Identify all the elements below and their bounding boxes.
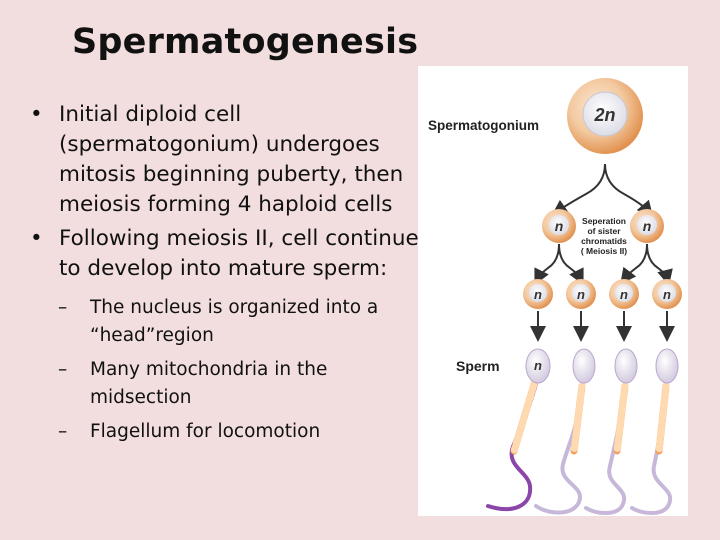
haploid-label: n bbox=[534, 287, 542, 302]
sub-bullet-item: – The nucleus is organized into a “head”… bbox=[58, 294, 430, 350]
bullet-text: Initial diploid cell (spermatogonium) un… bbox=[59, 102, 404, 217]
sub-bullet-item: – Flagellum for locomotion bbox=[58, 418, 430, 446]
sub-bullet-marker: – bbox=[58, 421, 68, 442]
development-arrows bbox=[530, 311, 675, 342]
diploid-label: 2n bbox=[593, 105, 615, 125]
sub-bullet-item: – Many mitochondria in the midsection bbox=[58, 356, 430, 412]
sperm-cell bbox=[630, 348, 679, 515]
spermatogonium-cell: 2n bbox=[567, 78, 643, 154]
bullet-marker: • bbox=[30, 102, 43, 127]
spermatogenesis-diagram: Spermatogonium 2n n n bbox=[418, 66, 688, 516]
sperm-cell bbox=[584, 348, 638, 515]
haploid-label: n bbox=[663, 287, 671, 302]
bullet-item: • Following meiosis II, cell continue to… bbox=[30, 224, 430, 284]
separation-line: ( Meiosis II) bbox=[581, 246, 627, 256]
haploid-cell: n bbox=[523, 279, 553, 309]
haploid-label: n bbox=[643, 218, 652, 234]
haploid-label: n bbox=[577, 287, 585, 302]
bullet-marker: • bbox=[30, 226, 43, 251]
sub-bullet-text: The nucleus is organized into a “head”re… bbox=[90, 297, 379, 346]
sperm-cell: n bbox=[486, 348, 551, 512]
bullet-item: • Initial diploid cell (spermatogonium) … bbox=[30, 100, 430, 220]
separation-note: Seperation of sister chromatids ( Meiosi… bbox=[581, 216, 627, 256]
diagram-svg: Spermatogonium 2n n n bbox=[428, 78, 682, 515]
slide-title: Spermatogenesis bbox=[72, 22, 419, 62]
meiosis-arrows bbox=[534, 243, 673, 286]
separation-line: chromatids bbox=[581, 236, 627, 246]
separation-line: Seperation bbox=[582, 216, 626, 226]
haploid-label: n bbox=[555, 218, 564, 234]
spermatogonium-label: Spermatogonium bbox=[428, 118, 539, 133]
haploid-label: n bbox=[620, 287, 628, 302]
sperm-cell bbox=[534, 348, 596, 515]
sub-bullet-marker: – bbox=[58, 297, 68, 318]
sub-bullet-text: Many mitochondria in the midsection bbox=[90, 359, 328, 408]
bullet-list: • Initial diploid cell (spermatogonium) … bbox=[30, 100, 430, 452]
haploid-cell: n bbox=[566, 279, 596, 309]
separation-line: of sister bbox=[587, 226, 621, 236]
mitosis-arrows bbox=[551, 163, 654, 218]
sub-bullet-list: – The nucleus is organized into a “head”… bbox=[58, 294, 430, 446]
bullet-text: Following meiosis II, cell continue to d… bbox=[59, 226, 419, 281]
secondary-cell: n bbox=[630, 209, 664, 243]
haploid-cell: n bbox=[652, 279, 682, 309]
haploid-label: n bbox=[534, 358, 542, 373]
sperm-label: Sperm bbox=[456, 358, 500, 374]
sub-bullet-text: Flagellum for locomotion bbox=[90, 421, 321, 442]
haploid-cell: n bbox=[609, 279, 639, 309]
sub-bullet-marker: – bbox=[58, 359, 68, 380]
secondary-cell: n bbox=[542, 209, 576, 243]
